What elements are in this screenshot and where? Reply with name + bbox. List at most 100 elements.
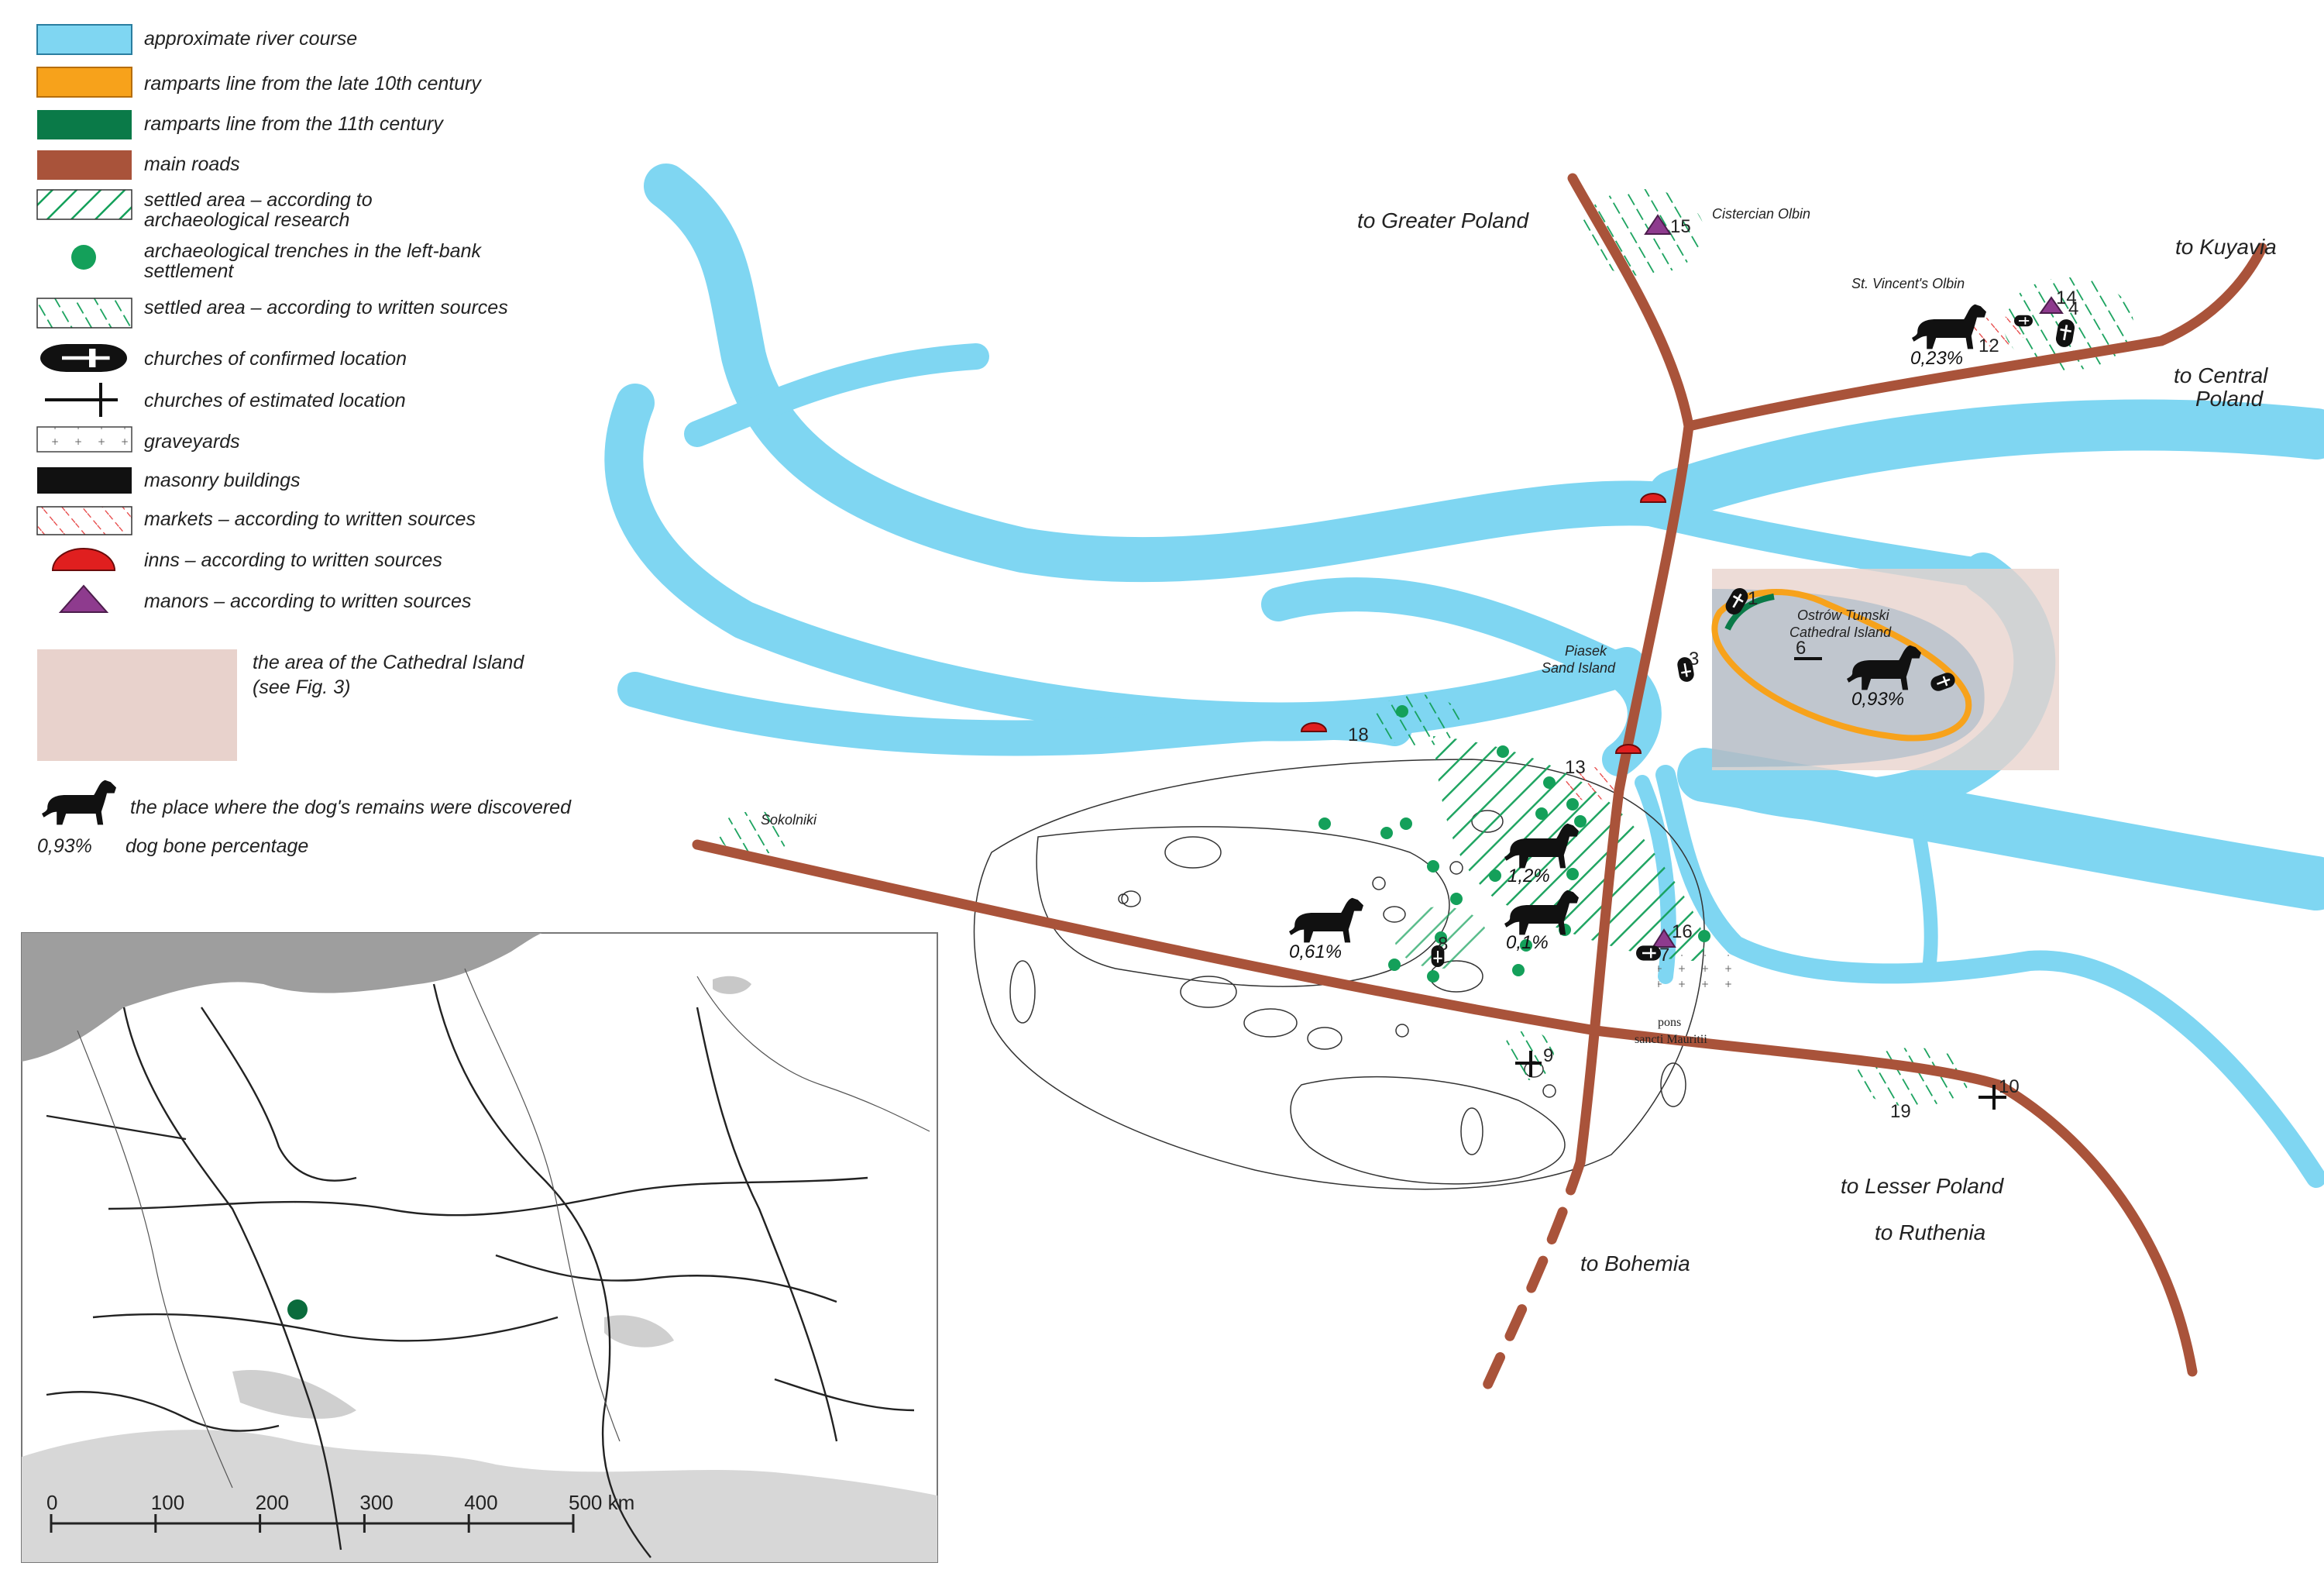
legend-label-cathedral-area-line1: the area of the Cathedral Island [253,652,524,673]
inset-highland [232,1370,356,1419]
label-ostrow-tumski: Ostrów Tumski [1797,608,1890,623]
legend-swatch-settled-written [36,298,132,329]
inn-site-13-icon [1614,744,1642,754]
site-number-9: 9 [1543,1045,1553,1066]
dog-pct-olbin: 0,23% [1910,348,1963,369]
site-number-18: 18 [1348,725,1369,745]
site-number-13: 13 [1565,757,1586,778]
legend-label-dog: the place where the dog's remains were d… [130,797,572,818]
scale-tick-label: 500 km [569,1491,634,1514]
label-to-bohemia: to Bohemia [1580,1251,1690,1275]
inset-borders [77,968,930,1489]
legend: approximate river course ramparts line f… [36,24,572,857]
label-cistercian-olbin: Cistercian Olbin [1712,206,1810,222]
legend-pct-example: 0,93% [37,835,92,857]
manor-site-16-icon [1652,928,1676,948]
site-number-6: 6 [1796,638,1806,659]
legend-label-churches-confirmed: churches of confirmed location [144,348,407,370]
legend-swatch-masonry [37,467,132,494]
legend-label-markets: markets – according to written sources [144,508,476,530]
main-roads [692,173,2267,1408]
market-site-12 [1972,316,2025,347]
site-number-8: 8 [1438,934,1448,955]
legend-label-main-roads: main roads [144,153,240,175]
site-number-14: 14 [2056,287,2077,308]
label-to-kuyavia: to Kuyavia [2175,235,2277,259]
settled-area-archaeological [1433,736,1705,961]
dog-pct-left-north: 1,2% [1508,866,1550,886]
rampart-11th-century [1724,594,1775,631]
scale-tick-label: 100 [151,1491,184,1514]
legend-label-pct: dog bone percentage [125,835,308,857]
manor-site-15-icon [1644,214,1672,235]
church-site-10-icon [1978,1085,2006,1110]
manor-site-14-icon [2039,296,2064,314]
legend-swatch-cathedral-area [37,649,237,761]
legend-label-settled-archaeological-text: settled area – according to [144,189,373,211]
inset-lake [713,976,751,994]
label-to-central-poland-1: to Central [2174,363,2268,387]
legend-swatch-markets [36,506,132,535]
inset-highland-east [604,1315,674,1348]
inset-rivers [46,983,915,1558]
manors [1644,214,2064,948]
legend-label-churches-estimated: churches of estimated location [144,390,406,411]
inns [1300,493,1667,754]
settled-area-north [1374,694,1461,747]
dog-site-left-west-icon [1289,897,1363,943]
inset-site-marker [287,1299,308,1320]
cathedral-water [1712,589,1985,767]
settled-area-sokolniki [718,811,792,855]
legend-church-estimated-icon [45,383,118,417]
graveyard-site-16 [1658,955,1735,993]
dog-pct-left-west: 0,61% [1289,941,1342,962]
church-site-12-icon [2013,314,2033,328]
label-cathedral-island: Cathedral Island [1789,625,1892,640]
label-to-greater-poland: to Greater Poland [1357,208,1529,232]
legend-label-settled-archaeological-line2: archaeological research [144,209,349,231]
inset-sea [22,933,542,1062]
inset-mountains [22,1430,937,1562]
label-piasek: Piasek [1565,643,1607,659]
scale-tick-label: 200 [256,1491,289,1514]
label-to-central-poland-2: Poland [2195,387,2264,411]
legend-label-manors: manors – according to written sources [144,590,471,612]
legend-swatch-trench-dot [71,245,96,270]
legend-swatch-main-roads [37,150,132,180]
site-number-16: 16 [1672,921,1693,942]
site-number-7: 7 [1659,945,1669,965]
legend-swatch-settled-archaeological [36,189,132,220]
site-number-19: 19 [1890,1101,1911,1122]
site-number-10: 10 [1999,1076,2020,1097]
site-number-1: 1 [1748,588,1758,609]
settled-area-site-9 [1501,1031,1554,1080]
label-sokolniki: Sokolniki [761,812,817,828]
label-st-vincent-olbin: St. Vincent's Olbin [1851,276,1965,291]
legend-label-river: approximate river course [144,28,357,50]
site-number-15: 15 [1670,216,1691,237]
legend-label-graveyards: graveyards [144,431,240,453]
inn-north-icon [1639,493,1667,503]
legend-swatch-ramparts-11th [37,110,132,139]
label-sancti-mauritii: sancti Mauritii [1635,1033,1707,1046]
legend-swatch-river [36,24,132,55]
scale-tick-label: 0 [46,1491,57,1514]
legend-label-settled-written: settled area – according to written sour… [144,297,508,318]
label-to-lesser-poland: to Lesser Poland [1841,1174,2005,1198]
dog-pct-left-mid: 0,1% [1506,932,1549,953]
legend-inn-icon [51,548,116,571]
legend-label-trenches-line2: settlement [144,260,234,282]
legend-label-settled-archaeological: settled area – according to archaeologic… [144,189,378,231]
inn-site-18-icon [1300,722,1328,732]
site-number-3: 3 [1689,649,1699,669]
legend-label-ramparts-11th: ramparts line from the 11th century [144,113,444,135]
legend-swatch-ramparts-10th [36,67,132,98]
legend-church-confirmed-icon [40,344,127,372]
legend-label-inns: inns – according to written sources [144,549,442,571]
legend-label-trenches: archaeological trenches in the left-bank… [144,240,482,282]
church-site-9-icon [1515,1051,1542,1077]
site-number-12: 12 [1978,336,1999,356]
dog-pct-cathedral: 0,93% [1851,689,1904,710]
label-sand-island: Sand Island [1542,660,1616,676]
